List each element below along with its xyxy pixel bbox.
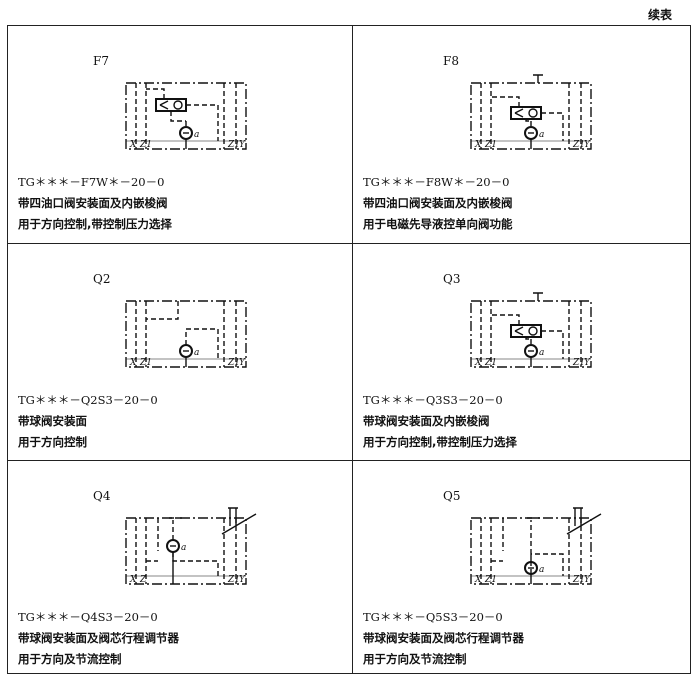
port-label: X: [474, 358, 482, 368]
variant-code: Q2: [93, 272, 111, 286]
port-label: a: [539, 130, 544, 140]
usage: 用于方向控制,带控制压力选择: [18, 217, 172, 231]
model-number: TG＊＊＊－Q2S3－20－0: [18, 393, 158, 407]
port-label: Z1: [227, 575, 240, 585]
variant-code: F7: [93, 54, 109, 68]
port-label: a: [539, 348, 544, 358]
port-label: Z1: [227, 358, 240, 368]
valve-table: F7 TG＊＊＊－F7W＊－20－0 带四油口阀安装面及内嵌梭阀 用于方向控制,…: [7, 25, 691, 674]
description: 带球阀安装面及阀芯行程调节器: [363, 631, 524, 645]
ball-valve-icon: [524, 126, 538, 140]
port-label: Y: [239, 575, 246, 585]
stroke-adjuster-icon: [221, 507, 257, 535]
port-label: Z1: [572, 140, 585, 150]
continued-table-label: 续表: [647, 8, 672, 22]
description: 带球阀安装面: [18, 414, 87, 428]
shuttle-valve-icon: [155, 98, 187, 112]
usage: 用于方向及节流控制: [18, 652, 122, 666]
usage: 用于电磁先导液控单向阀功能: [363, 217, 513, 231]
variant-code: Q5: [443, 489, 461, 503]
ball-valve-icon: [179, 344, 193, 358]
model-number: TG＊＊＊－F8W＊－20－0: [363, 175, 510, 189]
description: 带球阀安装面及内嵌梭阀: [363, 414, 490, 428]
usage: 用于方向及节流控制: [363, 652, 467, 666]
port-label: a: [194, 130, 199, 140]
port-label: Z1: [572, 575, 585, 585]
variant-code: Q4: [93, 489, 111, 503]
port-label: Z1: [484, 358, 497, 368]
port-label: X: [474, 575, 482, 585]
port-label: Z1: [572, 358, 585, 368]
port-label: Z1: [139, 358, 152, 368]
variant-code: Q3: [443, 272, 461, 286]
table-cell-q3: Q3 TG＊＊＊－Q3S3－20－0 带球阀安装面及内嵌梭阀 用于方向控制,带控…: [353, 244, 690, 461]
port-label: Z: [139, 575, 147, 585]
ball-valve-icon: [524, 344, 538, 358]
model-number: TG＊＊＊－Q3S3－20－0: [363, 393, 503, 407]
port-label: a: [539, 565, 544, 575]
port-label: Y: [584, 358, 591, 368]
shuttle-valve-icon: [510, 324, 542, 338]
port-label: X: [474, 140, 482, 150]
description: 带球阀安装面及阀芯行程调节器: [18, 631, 179, 645]
port-label: Z1: [484, 140, 497, 150]
port-label: Z1: [139, 140, 152, 150]
shuttle-valve-icon: [510, 106, 542, 120]
port-label: Z1: [484, 575, 497, 585]
port-label: Y: [584, 140, 591, 150]
model-number: TG＊＊＊－Q4S3－20－0: [18, 610, 158, 624]
description: 带四油口阀安装面及内嵌梭阀: [363, 196, 513, 210]
table-cell-q5: Q5 TG＊＊＊－Q5S3－20－0 带球阀安装面及阀芯行程调节器 用于方向及节…: [353, 461, 690, 673]
table-cell-f7: F7 TG＊＊＊－F7W＊－20－0 带四油口阀安装面及内嵌梭阀 用于方向控制,…: [8, 26, 353, 244]
model-number: TG＊＊＊－F7W＊－20－0: [18, 175, 165, 189]
ball-valve-icon: [166, 539, 180, 553]
port-label: Y: [239, 358, 246, 368]
port-label: Y: [239, 140, 246, 150]
port-label: X: [129, 575, 137, 585]
port-label: X: [129, 358, 137, 368]
port-label: X: [129, 140, 137, 150]
table-cell-f8: F8 TG＊＊＊－F8W＊－20－0 带四油口阀安装面及内嵌梭阀 用于电磁先导液…: [353, 26, 690, 244]
table-cell-q4: Q4 TG＊＊＊－Q4S3－20－0 带球阀安装面及阀芯行程调节器 用于方向及节…: [8, 461, 353, 673]
port-label: Z1: [227, 140, 240, 150]
model-number: TG＊＊＊－Q5S3－20－0: [363, 610, 503, 624]
port-label: a: [181, 543, 186, 553]
stroke-adjuster-icon: [566, 507, 602, 535]
port-label: Y: [584, 575, 591, 585]
usage: 用于方向控制: [18, 435, 87, 449]
port-label: a: [194, 348, 199, 358]
ball-valve-icon: [179, 126, 193, 140]
description: 带四油口阀安装面及内嵌梭阀: [18, 196, 168, 210]
usage: 用于方向控制,带控制压力选择: [363, 435, 517, 449]
variant-code: F8: [443, 54, 459, 68]
